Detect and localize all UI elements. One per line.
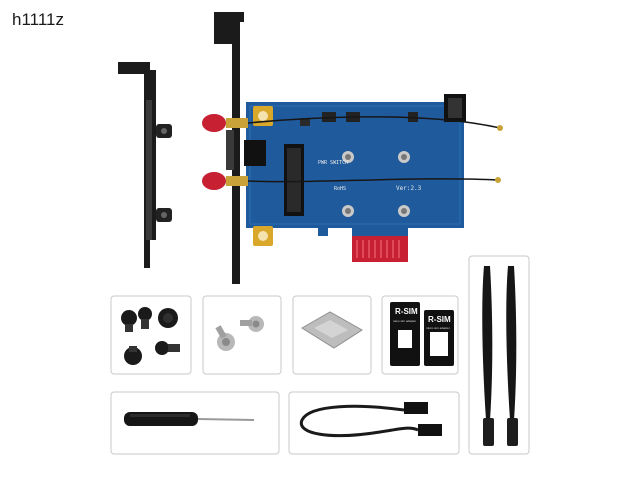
low-profile-bracket (118, 62, 172, 268)
usb-cable (288, 391, 460, 455)
pcie-card-with-bracket: PWR SWITCH Ver:2.3 RoHS (202, 12, 503, 284)
card-holder-plate (292, 295, 372, 375)
screwdriver (110, 391, 280, 455)
pcb-rohs-label: RoHS (334, 186, 346, 192)
pcb-switch-label: PWR SWITCH (318, 160, 348, 166)
m2-screws (202, 295, 282, 375)
sim-card-2-sub: micro sim adapter (426, 326, 450, 330)
pcb-version-label: Ver:2.3 (396, 185, 422, 192)
screw-set (110, 295, 192, 375)
sim-card-1-label: R-SIM (395, 307, 418, 316)
sim-card-1-sub: nano sim adapter (393, 319, 416, 323)
dual-antennas (468, 255, 530, 455)
sim-adapters: R-SIM nano sim adapter R-SIM micro sim a… (381, 295, 459, 375)
sim-card-2-label: R-SIM (428, 315, 451, 324)
watermark-text: h1111z (12, 10, 64, 29)
